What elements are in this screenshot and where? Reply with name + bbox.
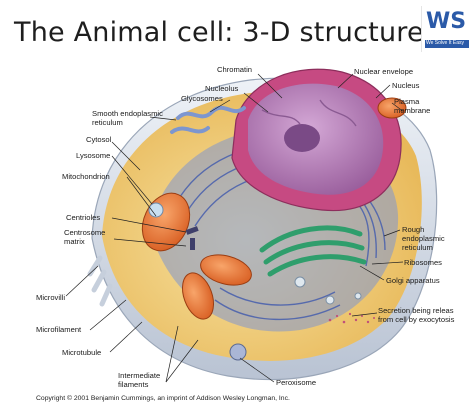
label-smooth-er-2: reticulum: [92, 118, 123, 127]
label-smooth-er-1: Smooth endoplasmic: [92, 109, 163, 118]
label-secretion-2: from cell by exocytosis: [378, 315, 455, 324]
peroxisome: [230, 344, 246, 360]
label-rough-er-3: reticulum: [402, 243, 433, 252]
label-glycosomes: Glycosomes: [181, 94, 223, 103]
label-lysosome: Lysosome: [76, 151, 110, 160]
label-cytosol: Cytosol: [86, 135, 112, 144]
label-microfilament: Microfilament: [36, 325, 82, 334]
label-microvilli: Microvilli: [36, 293, 65, 302]
label-golgi: Golgi apparatus: [386, 276, 440, 285]
label-nucleus: Nucleus: [392, 81, 420, 90]
label-ribosomes: Ribosomes: [404, 258, 442, 267]
label-centrosome-1: Centrosome: [64, 228, 105, 237]
label-rough-er-2: endoplasmic: [402, 234, 445, 243]
label-peroxisome: Peroxisome: [276, 378, 316, 387]
label-plasma-membrane-1: Plasma: [394, 97, 420, 106]
label-secretion-1: Secretion being releas: [378, 306, 454, 315]
nucleus: [232, 69, 401, 210]
label-intermediate-1: Intermediate: [118, 371, 160, 380]
label-mitochondrion: Mitochondrion: [62, 172, 110, 181]
label-nuclear-envelope: Nuclear envelope: [354, 67, 413, 76]
label-rough-er-1: Rough: [402, 225, 424, 234]
lysosome: [149, 203, 163, 217]
label-centrosome-2: matrix: [64, 237, 85, 246]
nucleolus: [284, 124, 320, 152]
label-centrioles: Centrioles: [66, 213, 100, 222]
label-plasma-membrane-2: membrane: [394, 106, 430, 115]
copyright-notice: Copyright © 2001 Benjamin Cummings, an i…: [36, 395, 290, 402]
centriole-b: [190, 238, 195, 250]
label-microtubule: Microtubule: [62, 348, 101, 357]
label-nucleolus: Nucleolus: [205, 84, 239, 93]
label-chromatin: Chromatin: [217, 65, 252, 74]
label-intermediate-2: filaments: [118, 380, 149, 389]
